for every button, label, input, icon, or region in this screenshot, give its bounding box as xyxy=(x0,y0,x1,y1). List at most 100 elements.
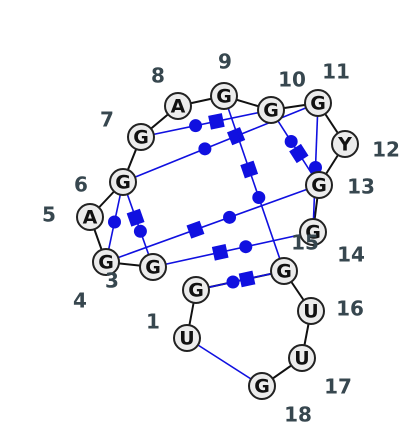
position-label-4: 4 xyxy=(73,289,87,313)
position-label-6: 6 xyxy=(74,173,88,197)
position-label-9: 9 xyxy=(218,50,232,74)
nucleotide-circle xyxy=(297,297,325,325)
nucleotide-circle xyxy=(182,276,210,304)
nucleotide-base-letter: G xyxy=(311,175,327,197)
nucleotide-base-letter: G xyxy=(310,93,326,115)
nucleotide-10: G xyxy=(257,96,285,124)
nucleotide-circle xyxy=(248,372,276,400)
interaction-line-4-13 xyxy=(105,184,320,263)
nucleotide-base-letter: A xyxy=(83,207,98,229)
position-label-17: 17 xyxy=(324,375,352,399)
position-label-7: 7 xyxy=(100,108,114,132)
position-label-15: 15 xyxy=(291,231,319,255)
nucleotide-circle xyxy=(288,344,316,372)
nucleotide-base-letter: G xyxy=(133,127,149,149)
nucleotide-circle xyxy=(76,203,104,231)
interaction-square-9-15 xyxy=(240,160,259,179)
interaction-layer xyxy=(105,95,322,387)
position-label-3: 3 xyxy=(105,269,119,293)
interaction-square-4-13 xyxy=(186,220,205,239)
position-label-1: 1 xyxy=(146,310,160,334)
nucleotide-17: U xyxy=(288,344,316,372)
interaction-line-9-15 xyxy=(223,95,285,272)
interaction-circle-1-15 xyxy=(226,275,240,289)
nucleotide-circle xyxy=(270,257,298,285)
position-label-11: 11 xyxy=(322,60,350,84)
nucleotide-circle xyxy=(257,96,285,124)
nucleotide-base-letter: G xyxy=(276,261,292,283)
nucleotide-13: G xyxy=(305,171,333,199)
nucleotide-circle xyxy=(331,130,359,158)
position-label-18: 18 xyxy=(284,403,312,427)
interaction-line-6-11 xyxy=(122,102,319,183)
position-label-8: 8 xyxy=(151,64,165,88)
nucleotide-circle xyxy=(109,168,137,196)
interaction-circle-6-4 xyxy=(108,215,121,229)
nucleotide-base-letter: G xyxy=(305,222,321,244)
nucleotide-circle xyxy=(299,218,327,246)
interaction-circle-4-13 xyxy=(223,210,237,224)
position-label-12: 12 xyxy=(372,138,400,162)
nucleotide-base-letter: G xyxy=(98,252,114,274)
position-label-14: 14 xyxy=(337,243,365,267)
nucleotide-8: A xyxy=(164,92,192,120)
nucleotide-9: G xyxy=(210,82,238,110)
nucleotide-base-letter: G xyxy=(145,257,161,279)
nucleotide-base-letter: G xyxy=(216,86,232,108)
position-label-16: 16 xyxy=(336,297,364,321)
nucleotide-4: G xyxy=(92,248,120,276)
nucleotide-base-letter: U xyxy=(179,328,194,350)
nucleotide-base-letter: G xyxy=(188,280,204,302)
interaction-line-6-3 xyxy=(122,181,154,268)
nucleotide-base-letter: G xyxy=(115,172,131,194)
nucleotide-base-letter: G xyxy=(263,100,279,122)
nucleotide-12: Y xyxy=(331,130,359,158)
interaction-line-7-10 xyxy=(140,109,272,138)
interaction-circle-6-11 xyxy=(198,142,212,156)
interaction-square-1-15 xyxy=(238,270,256,288)
nucleotide-circle xyxy=(304,89,332,117)
interaction-line-2-18 xyxy=(186,337,263,387)
nucleotide-7: G xyxy=(127,123,155,151)
interaction-circle-9-15 xyxy=(252,191,266,204)
nucleotide-1: G xyxy=(182,276,210,304)
interaction-circle-6-3 xyxy=(133,224,147,238)
nucleotide-circle xyxy=(139,253,167,281)
nucleotide-base-letter: U xyxy=(303,301,318,323)
nucleotide-base-letter: Y xyxy=(337,134,352,156)
nucleotide-16: U xyxy=(297,297,325,325)
interaction-line-1-15 xyxy=(195,270,285,291)
interaction-circle-3-14 xyxy=(239,240,253,254)
interaction-line-3-14 xyxy=(152,231,314,268)
nucleotide-14: G xyxy=(299,218,327,246)
nucleotide-base-letter: A xyxy=(171,96,186,118)
nucleotide-circle xyxy=(305,171,333,199)
interaction-circle-7-10 xyxy=(189,119,203,133)
nucleotide-18: G xyxy=(248,372,276,400)
nucleotide-circle xyxy=(127,123,155,151)
nucleotide-15: G xyxy=(270,257,298,285)
nucleotide-circle xyxy=(210,82,238,110)
nucleotide-base-letter: U xyxy=(294,348,309,370)
position-label-10: 10 xyxy=(278,68,306,92)
nucleotide-circle xyxy=(173,324,201,352)
nucleotide-5: A xyxy=(76,203,104,231)
nucleotide-2: U xyxy=(173,324,201,352)
nucleotide-circle xyxy=(92,248,120,276)
position-label-5: 5 xyxy=(42,203,56,227)
interaction-square-3-14 xyxy=(211,243,229,261)
interaction-circle-10-13 xyxy=(284,135,298,148)
position-label-13: 13 xyxy=(347,175,375,199)
nucleotide-base-letter: G xyxy=(254,376,270,398)
interaction-square-7-10 xyxy=(208,113,225,130)
nucleotide-3: G xyxy=(139,253,167,281)
interaction-square-6-11 xyxy=(226,127,246,146)
nucleotide-6: G xyxy=(109,168,137,196)
nucleotide-circle xyxy=(164,92,192,120)
interaction-square-6-3 xyxy=(126,208,145,227)
interaction-line-10-13 xyxy=(270,109,320,186)
nucleotide-11: G xyxy=(304,89,332,117)
